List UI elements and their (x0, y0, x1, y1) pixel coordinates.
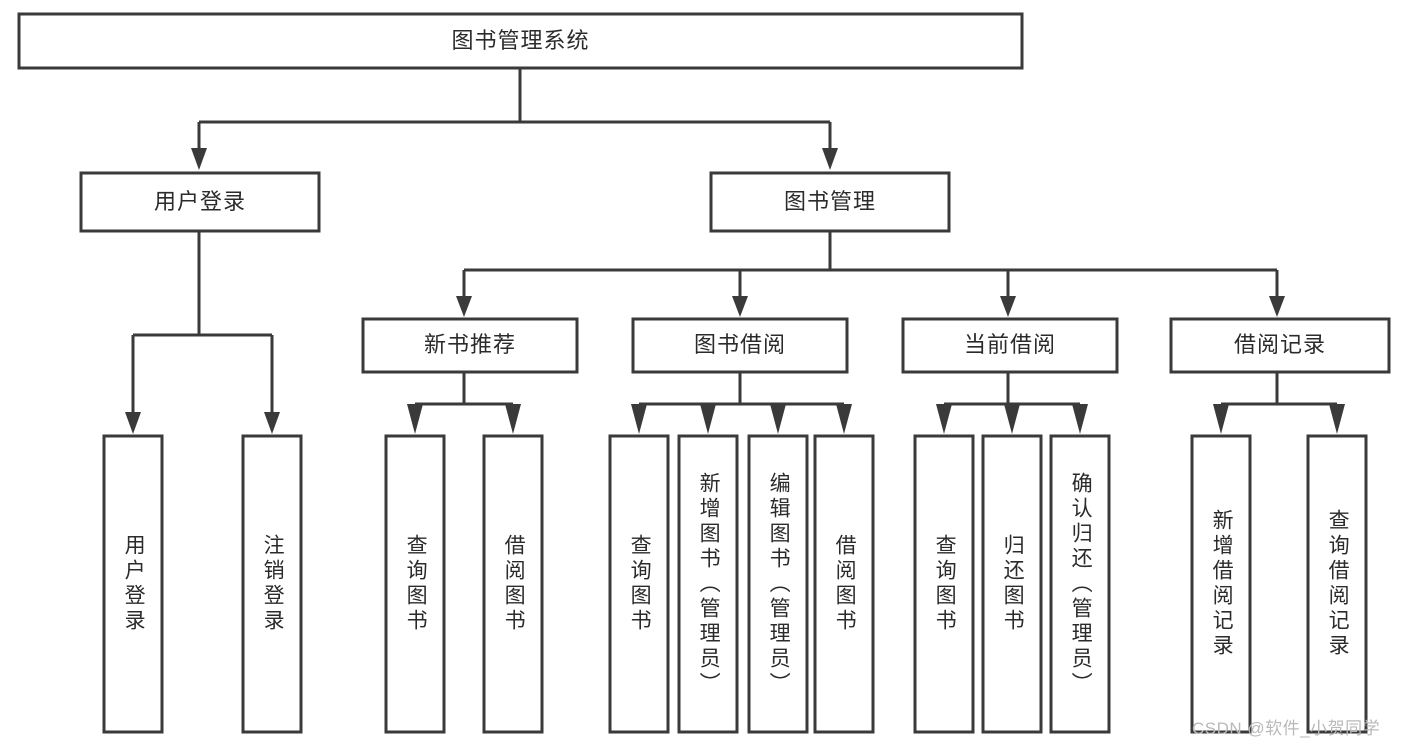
node-box-leaf-book-borrow-1[interactable] (677, 434, 739, 734)
arrow-head-leaf-current-borrow-2 (1072, 404, 1088, 434)
node-box-user-login[interactable] (79, 171, 321, 233)
arrow-head-leaf-new-book-1 (505, 404, 521, 434)
node-box-leaf-current-borrow-1[interactable] (981, 434, 1043, 734)
arrow-head-new-book (456, 296, 472, 317)
node-box-leaf-book-borrow-3[interactable] (813, 434, 875, 734)
arrow-head-leaf-book-borrow-3 (836, 404, 852, 434)
arrow-head-book-borrow (732, 296, 748, 317)
arrow-head-leaf-user-login-1 (264, 412, 280, 434)
arrow-head-current-borrow (1000, 296, 1016, 317)
connector-group-book-manage (456, 232, 1285, 317)
connector-group-user-login (125, 232, 280, 434)
node-box-current-borrow[interactable] (901, 317, 1119, 374)
connector-group-current-borrow (936, 373, 1088, 434)
node-box-leaf-current-borrow-2[interactable] (1049, 434, 1111, 734)
node-box-leaf-book-borrow-2[interactable] (747, 434, 809, 734)
node-box-leaf-borrow-record-0[interactable] (1190, 434, 1252, 734)
node-box-new-book-recommend[interactable] (361, 317, 579, 374)
csdn-watermark: CSDN @软件_小贺同学 (1192, 719, 1381, 738)
arrow-head-leaf-current-borrow-1 (1004, 404, 1020, 434)
connector-group-root (191, 68, 838, 170)
arrow-head-book-manage (822, 148, 838, 170)
node-box-book-manage[interactable] (709, 171, 951, 233)
arrow-head-leaf-book-borrow-2 (770, 404, 786, 434)
arrow-head-user-login (191, 148, 207, 170)
arrow-head-leaf-new-book-0 (407, 404, 423, 434)
node-box-leaf-borrow-record-1[interactable] (1306, 434, 1368, 734)
arrow-head-leaf-borrow-record-0 (1213, 404, 1229, 434)
node-box-book-borrow[interactable] (631, 317, 849, 374)
node-box-root[interactable] (17, 12, 1024, 70)
connector-group-book-borrow (631, 373, 852, 434)
connector-group-borrow-record (1213, 373, 1345, 434)
node-box-leaf-new-book-0[interactable] (384, 434, 446, 734)
connector-group-new-book (407, 373, 521, 434)
node-box-leaf-book-borrow-0[interactable] (608, 434, 670, 734)
arrow-head-leaf-book-borrow-1 (700, 404, 716, 434)
arrow-head-leaf-book-borrow-0 (631, 404, 647, 434)
node-box-leaf-user-login-1[interactable] (241, 434, 303, 734)
arrow-head-leaf-current-borrow-0 (936, 404, 952, 434)
arrow-head-leaf-borrow-record-1 (1329, 404, 1345, 434)
arrow-head-leaf-user-login-0 (125, 412, 141, 434)
arrow-head-borrow-record (1269, 296, 1285, 317)
node-box-leaf-new-book-1[interactable] (482, 434, 544, 734)
node-box-leaf-user-login-0[interactable] (102, 434, 164, 734)
node-box-borrow-record[interactable] (1169, 317, 1391, 374)
node-box-leaf-current-borrow-0[interactable] (913, 434, 975, 734)
